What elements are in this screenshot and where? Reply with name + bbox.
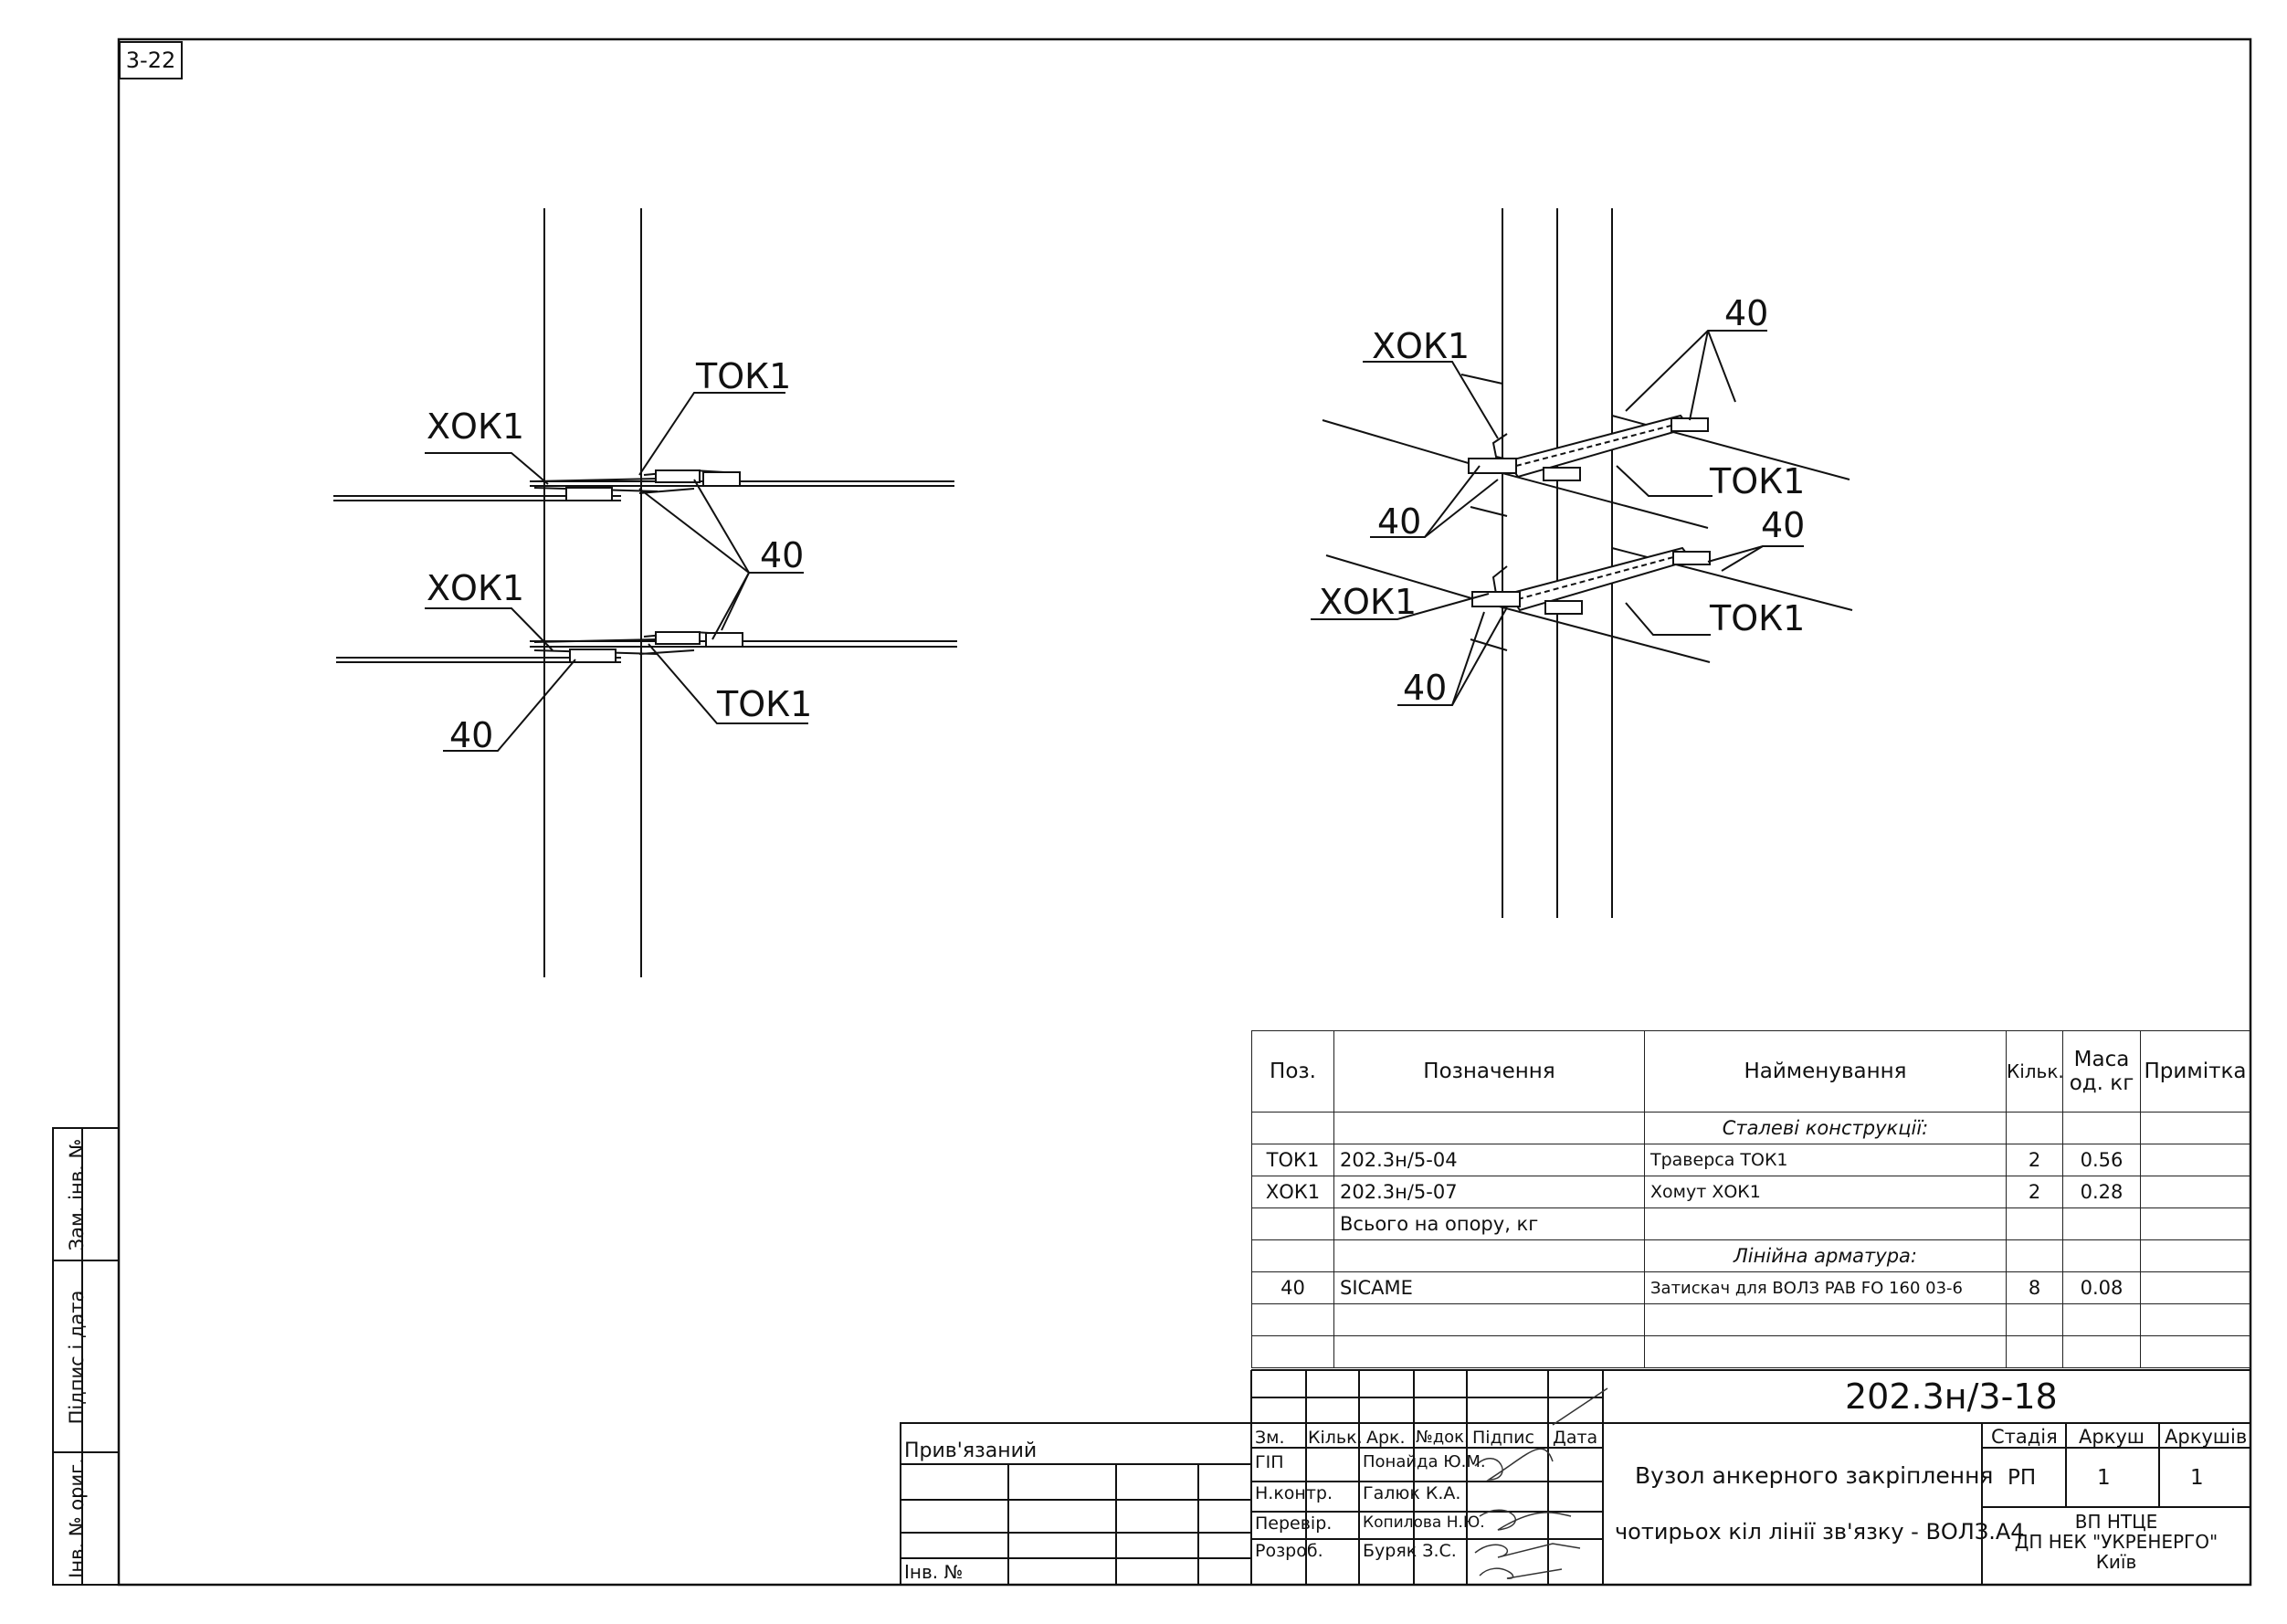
cell-qty: 2 [2006,1176,2063,1208]
tb-header-sign: Підпис [1472,1428,1534,1448]
specification-table: Поз. Позначення Найменування Кільк. Маса… [1251,1030,2250,1368]
cell-note [2140,1144,2250,1176]
section-steel: Сталеві конструкції: [1644,1112,2007,1144]
label-tok1-upper-right: ТОК1 [1710,461,1806,501]
col-pos: Поз. [1251,1030,1334,1113]
cell-total-label: Всього на опору, кг [1333,1207,1645,1240]
cell-mass: 0.28 [2062,1176,2141,1208]
cell-designation: 202.3н/5-07 [1333,1176,1645,1208]
document-code: 202.3н/3-18 [1845,1376,2058,1417]
role-developed: Розроб. [1255,1541,1323,1561]
label-tok1-upper-left: ТОК1 [696,356,792,396]
table-row: 40 SICAME Затискач для ВОЛЗ PAB FO 160 0… [1251,1271,2250,1304]
title-line2: чотирьох кіл лінії зв'язку - ВОЛЗ.А4 [1615,1519,2025,1545]
col-qty: Кільк. [2006,1030,2063,1113]
name-gip: Понайда Ю.М. [1363,1452,1486,1471]
sheets-label: Аркушів [2165,1426,2248,1448]
tb-header-date: Дата [1553,1428,1598,1448]
org-line1: ВП НТЦЕ [2074,1511,2158,1533]
label-xok1-lower-right: ХОК1 [1319,582,1418,622]
title-line1: Вузол анкерного закріплення [1635,1462,1994,1489]
linked-label: Прив'язаний [904,1439,1038,1462]
label-40-mid-right: 40 [1761,505,1806,545]
stage-label: Стадія [1991,1426,2058,1448]
label-40-lower-left: 40 [449,715,494,755]
sheet-number: 3-22 [119,41,183,79]
cell-qty: 8 [2006,1271,2063,1304]
cell-mass: 0.56 [2062,1144,2141,1176]
spec-header-row: Поз. Позначення Найменування Кільк. Маса… [1251,1030,2250,1113]
table-row: Лінійна арматура: [1251,1239,2250,1272]
org-line2: ДП НЕК "УКРЕНЕРГО" [2014,1531,2218,1553]
col-name: Найменування [1644,1030,2007,1113]
cell-name: Траверса ТОК1 [1644,1144,2007,1176]
label-40-left: 40 [760,535,805,575]
sheets-value: 1 [2190,1466,2204,1490]
label-40-mid-left-right: 40 [1377,501,1422,542]
label-xok1-upper-right: ХОК1 [1372,326,1470,366]
cell-pos: 40 [1251,1271,1334,1304]
stage-value: РП [2008,1466,2037,1490]
signature-scribbles [1474,1387,1608,1579]
section-fittings: Лінійна арматура: [1644,1239,2007,1272]
col-mass-line1: Маса [2073,1047,2130,1071]
col-mass-line2: од. кг [2069,1071,2134,1095]
tb-header-sheet: Арк. [1366,1428,1406,1448]
label-xok1-upper-left: ХОК1 [427,406,525,447]
tb-header-doc: №док. [1416,1428,1470,1447]
role-gip: ГІП [1255,1452,1284,1472]
side-replaced-inv: Зам. інв. № [66,1138,88,1251]
cell-pos: ТОК1 [1251,1144,1334,1176]
label-40-top-right: 40 [1724,293,1769,333]
sheet-label: Аркуш [2079,1426,2145,1448]
side-sign-date: Підпис і дата [66,1290,88,1425]
table-row: ТОК1 202.3н/5-04 Траверса ТОК1 2 0.56 [1251,1144,2250,1176]
table-row: Сталеві конструкції: [1251,1112,2250,1144]
cell-name: Затискач для ВОЛЗ PAB FO 160 03-6 [1644,1271,2007,1304]
cell-qty: 2 [2006,1144,2063,1176]
table-row [1251,1335,2250,1368]
name-normcontrol: Галюк К.А. [1363,1483,1461,1503]
org-line3: Київ [2095,1551,2137,1573]
role-checked: Перевір. [1255,1513,1333,1534]
cell-designation: 202.3н/5-04 [1333,1144,1645,1176]
name-developed: Буряк З.С. [1363,1541,1457,1561]
cell-note [2140,1176,2250,1208]
label-tok1-lower-right: ТОК1 [1710,598,1806,638]
role-normcontrol: Н.контр. [1255,1483,1333,1503]
table-row [1251,1303,2250,1336]
label-40-lower-right: 40 [1403,668,1448,708]
cell-pos: ХОК1 [1251,1176,1334,1208]
col-mass: Маса од. кг [2062,1030,2141,1113]
linked-inv-label: Інв. № [904,1561,964,1583]
cell-designation: SICAME [1333,1271,1645,1304]
cell-name: Хомут ХОК1 [1644,1176,2007,1208]
table-row: Всього на опору, кг [1251,1207,2250,1240]
cell-note [2140,1271,2250,1304]
cell-mass: 0.08 [2062,1271,2141,1304]
table-row: ХОК1 202.3н/5-07 Хомут ХОК1 2 0.28 [1251,1176,2250,1208]
side-inv-orig: Інв. № ориг. [66,1458,88,1578]
sheet-value: 1 [2097,1466,2111,1490]
col-note: Примітка [2140,1030,2250,1113]
tb-header-zm: Зм. [1255,1428,1285,1448]
name-checked: Копилова Н.Ю. [1363,1513,1485,1532]
col-designation: Позначення [1333,1030,1645,1113]
label-tok1-lower-left: ТОК1 [717,684,813,724]
tb-header-qty: Кільк. [1308,1428,1363,1448]
label-xok1-lower-left: ХОК1 [427,568,525,608]
